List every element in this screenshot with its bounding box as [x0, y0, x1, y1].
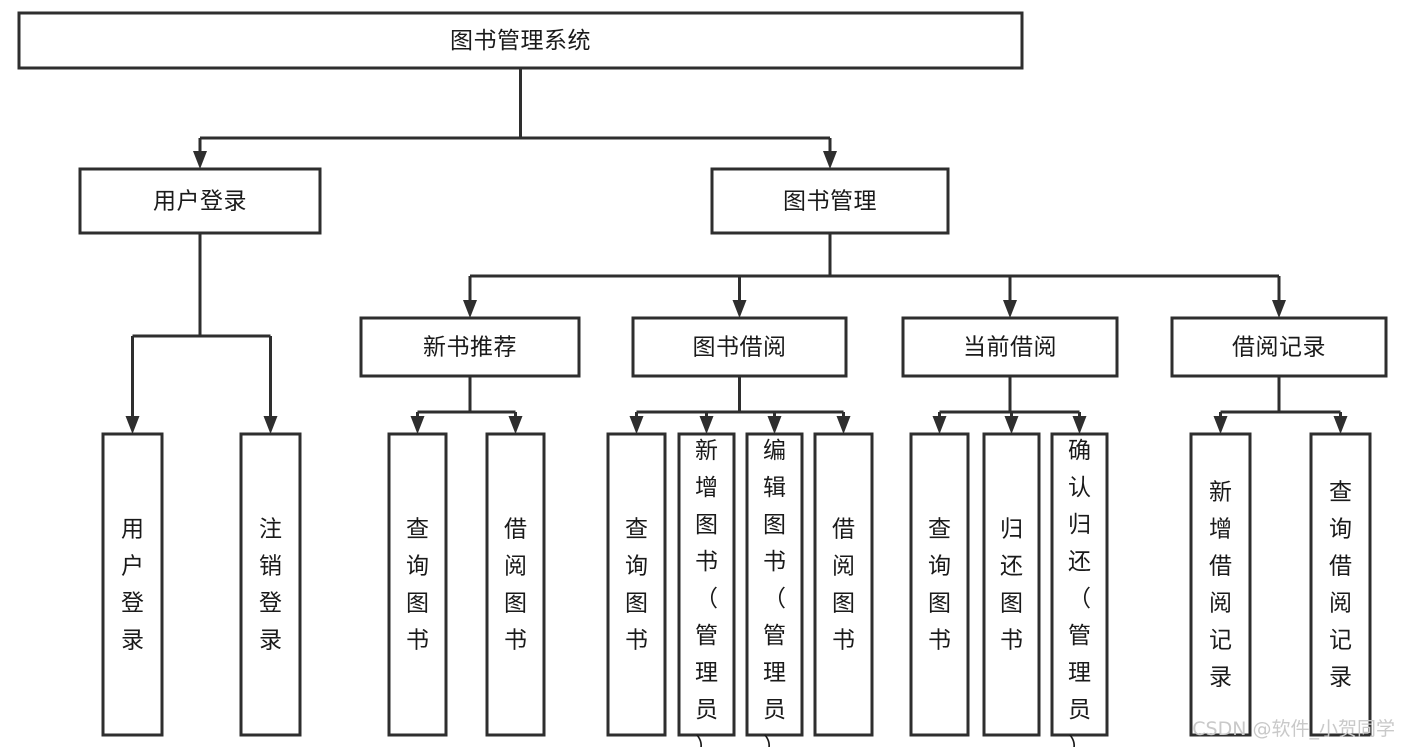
node-level2-label-3: 借阅记录	[1232, 335, 1326, 361]
node-leaf-12[interactable]	[1309, 432, 1372, 737]
arrow-level2-3-head	[1272, 300, 1286, 318]
arrow-l2-2-leaf-2-head	[1072, 416, 1087, 434]
arrow-level2-2-head	[1003, 300, 1017, 318]
node-leaf-8[interactable]	[909, 432, 970, 737]
node-level1-label-1: 图书管理	[783, 189, 877, 215]
node-leaf-label-5: 新增图书（管理员）	[695, 438, 718, 747]
arrow-level2-1-head	[732, 300, 747, 318]
node-leaf-1[interactable]	[239, 432, 302, 737]
arrow-l2-0-leaf-1-head	[508, 416, 523, 434]
arrow-level1-0-head	[193, 151, 207, 169]
node-level1-0[interactable]	[78, 167, 322, 235]
arrow-l2-2-leaf-1-head	[1004, 416, 1019, 434]
arrow-l2-1-leaf-0-head	[629, 416, 644, 434]
arrow-l2-2-leaf-0-head	[932, 416, 947, 434]
node-leaf-5[interactable]	[677, 432, 736, 737]
node-leaf-label-4: 查询图书	[625, 517, 648, 654]
node-leaf-2[interactable]	[387, 432, 448, 737]
node-leaf-4[interactable]	[606, 432, 667, 737]
node-leaf-0[interactable]	[101, 432, 164, 737]
node-leaf-label-8: 查询图书	[928, 517, 951, 654]
arrow-l2-1-leaf-1-head	[699, 416, 714, 434]
node-level2-label-2: 当前借阅	[963, 335, 1057, 361]
arrow-level1-1-head	[823, 151, 837, 169]
node-level1-label-0: 用户登录	[153, 189, 247, 215]
node-level2-2[interactable]	[901, 316, 1119, 378]
arrow-level2-0-head	[463, 300, 477, 318]
node-level2-0[interactable]	[359, 316, 581, 378]
node-root-图书管理系统[interactable]	[17, 11, 1024, 70]
node-leaf-7[interactable]	[813, 432, 874, 737]
connector-lines	[125, 68, 1348, 434]
node-leaf-label-7: 借阅图书	[832, 517, 855, 654]
node-level2-3[interactable]	[1170, 316, 1388, 378]
node-leaf-label-9: 归还图书	[1000, 517, 1023, 654]
arrow-login-leaf-0-head	[125, 416, 140, 434]
arrow-l2-0-leaf-0-head	[410, 416, 425, 434]
node-leaf-label-3: 借阅图书	[504, 517, 527, 654]
arrow-l2-3-leaf-1-head	[1333, 416, 1348, 434]
arrow-l2-1-leaf-2-head	[767, 416, 782, 434]
node-group: 图书管理系统用户登录图书管理新书推荐图书借阅当前借阅借阅记录用户登录注销登录查询…	[17, 11, 1388, 747]
node-leaf-label-0: 用户登录	[121, 517, 144, 654]
node-leaf-label-10: 确认归还（管理员）	[1068, 438, 1091, 747]
node-leaf-10[interactable]	[1050, 432, 1109, 737]
node-level2-label-1: 图书借阅	[693, 335, 787, 361]
arrow-login-leaf-1-head	[263, 416, 278, 434]
arrow-l2-1-leaf-3-head	[836, 416, 851, 434]
node-leaf-9[interactable]	[982, 432, 1041, 737]
node-leaf-3[interactable]	[485, 432, 546, 737]
node-leaf-label-2: 查询图书	[406, 517, 429, 654]
node-level2-1[interactable]	[631, 316, 848, 378]
node-leaf-label-1: 注销登录	[259, 517, 282, 654]
node-level2-label-0: 新书推荐	[423, 335, 517, 361]
node-leaf-11[interactable]	[1189, 432, 1252, 737]
node-level1-1[interactable]	[710, 167, 950, 235]
arrow-l2-3-leaf-0-head	[1213, 416, 1228, 434]
node-leaf-label-12: 查询借阅记录	[1329, 480, 1352, 691]
node-leaf-label-11: 新增借阅记录	[1209, 480, 1232, 691]
node-leaf-6[interactable]	[745, 432, 804, 737]
node-root-label: 图书管理系统	[450, 28, 591, 54]
node-leaf-label-6: 编辑图书（管理员）	[763, 438, 786, 747]
